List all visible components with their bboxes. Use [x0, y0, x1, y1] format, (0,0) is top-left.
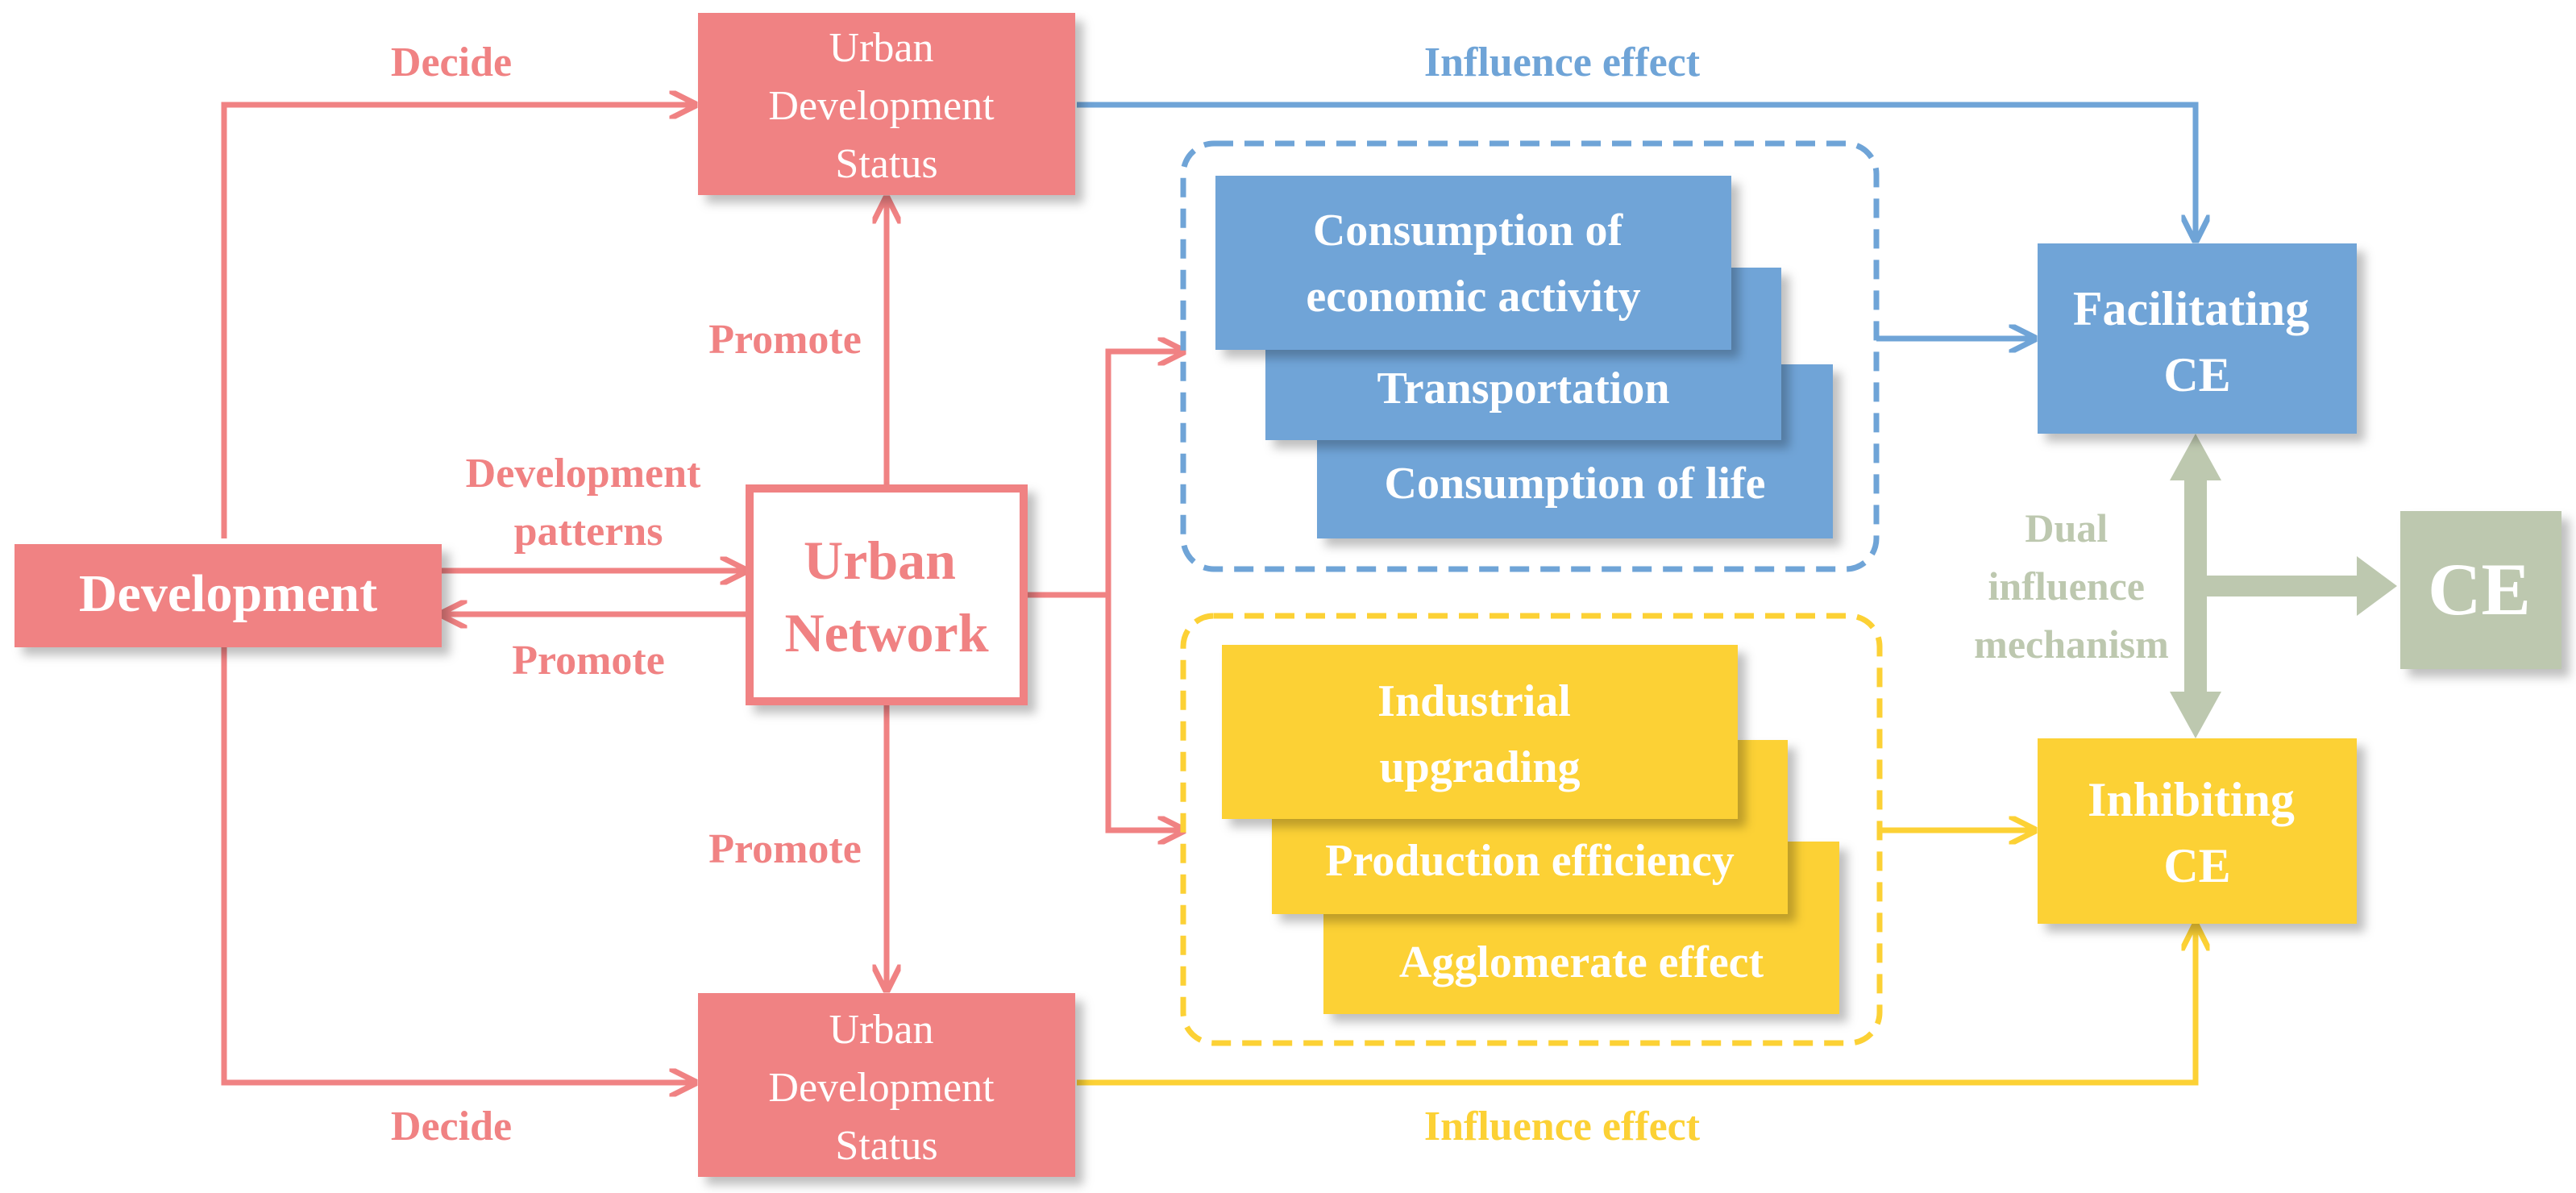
- node-ce: CE: [2400, 511, 2561, 669]
- arrow-influence-effect-top: [1077, 102, 2196, 240]
- node-facilitating-ce: Facilitating CE: [2038, 243, 2357, 434]
- node-inhibiting-ce: Inhibiting CE: [2038, 738, 2357, 924]
- card-consumption-life-label: Consumption of life: [1385, 459, 1766, 509]
- node-development: Development: [15, 544, 442, 647]
- node-inhibiting-ce-label: Inhibiting CE: [2088, 773, 2307, 892]
- card-transportation-label: Transportation: [1377, 364, 1670, 414]
- yellow-dashed-group: [1180, 613, 1883, 1046]
- dual-influence-arrows: [2170, 434, 2397, 738]
- label-decide-bottom: Decide: [391, 1104, 512, 1149]
- card-consumption-economic-label: Consumption of economic activity: [1306, 206, 1640, 322]
- arrow-network-to-yellow-group: [1105, 595, 1183, 830]
- label-decide-top: Decide: [391, 39, 512, 85]
- node-urban-network: Urban Network: [746, 484, 1028, 705]
- node-status-bottom: Urban Development Status: [698, 993, 1075, 1177]
- node-development-label: Development: [79, 564, 377, 623]
- node-status-top: Urban Development Status: [698, 13, 1075, 195]
- label-promote-down: Promote: [708, 826, 862, 872]
- label-promote-up: Promote: [708, 317, 862, 363]
- arrow-network-to-blue-group: [1105, 351, 1183, 595]
- blue-connectors: [1077, 102, 2196, 339]
- node-ce-label: CE: [2428, 548, 2531, 630]
- arrow-to-ce: [2207, 556, 2397, 616]
- card-consumption-economic-bg: [1215, 176, 1731, 350]
- card-production-efficiency-label: Production efficiency: [1325, 836, 1735, 886]
- double-arrow-vertical: [2170, 434, 2221, 738]
- arrow-development-decide-top: [221, 105, 695, 538]
- card-agglomerate-effect-label: Agglomerate effect: [1399, 937, 1764, 987]
- node-status-bottom-label: Urban Development Status: [768, 1007, 1004, 1169]
- node-facilitating-ce-label: Facilitating CE: [2073, 282, 2321, 401]
- yellow-connectors: [1077, 830, 2196, 1086]
- node-urban-network-label: Urban Network: [784, 530, 988, 663]
- pink-connectors: [221, 105, 1183, 1083]
- arrow-development-decide-bottom: [221, 645, 695, 1083]
- card-industrial-upgrading-bg: [1222, 645, 1738, 819]
- blue-stack: Consumption of economic activity Transpo…: [1215, 176, 1833, 538]
- arrow-influence-effect-bottom: [1077, 925, 2196, 1086]
- card-industrial-upgrading-label: Industrial upgrading: [1377, 676, 1582, 792]
- edge-labels: Decide Decide Influence effect Influence…: [391, 39, 2169, 1149]
- label-development-patterns: Development patterns: [466, 451, 712, 555]
- label-influence-effect-top: Influence effect: [1424, 39, 1701, 85]
- yellow-stack: Industrial upgrading Production efficien…: [1222, 645, 1839, 1014]
- label-influence-effect-bottom: Influence effect: [1424, 1104, 1701, 1149]
- label-promote-left: Promote: [512, 638, 665, 684]
- node-status-top-label: Urban Development Status: [768, 25, 1004, 187]
- label-dual-influence-mechanism: Dual influence mechanism: [1974, 505, 2169, 667]
- blue-dashed-group: [1180, 140, 1880, 572]
